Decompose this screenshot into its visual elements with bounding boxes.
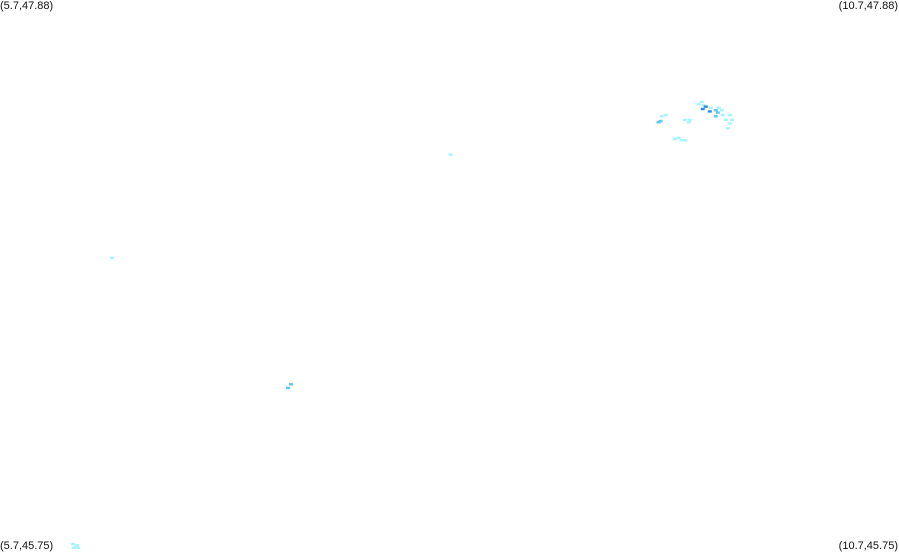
- data-cell-4: [682, 118, 687, 122]
- data-cell-22: [729, 118, 734, 122]
- data-cell-13: [708, 106, 713, 110]
- data-cell-18: [719, 109, 724, 112]
- data-cell-29: [448, 153, 453, 156]
- data-cell-15: [713, 115, 718, 118]
- data-cell-6: [686, 121, 691, 124]
- data-cell-31: [285, 386, 290, 390]
- data-cell-7: [696, 103, 701, 106]
- data-cell-33: [70, 542, 75, 546]
- data-cell-21: [727, 113, 732, 117]
- data-cell-9: [701, 104, 706, 107]
- data-cell-26: [676, 136, 681, 140]
- corner-label-top-left: (5.7,47.88): [0, 0, 54, 12]
- data-cell-8: [699, 100, 704, 104]
- data-cell-27: [679, 139, 684, 142]
- data-cell-19: [720, 113, 725, 117]
- data-cell-25: [672, 137, 677, 141]
- data-cell-30: [110, 256, 115, 260]
- corner-label-top-right: (10.7,47.88): [838, 0, 898, 12]
- data-cell-16: [715, 111, 720, 114]
- data-cell-36: [71, 546, 76, 549]
- data-cell-11: [703, 105, 708, 108]
- corner-label-bottom-left: (5.7,45.75): [0, 540, 54, 552]
- data-cell-34: [74, 544, 79, 547]
- data-cell-1: [663, 113, 668, 117]
- data-cells: [70, 100, 734, 549]
- data-cell-35: [75, 546, 80, 549]
- data-cell-12: [707, 110, 712, 113]
- data-cell-24: [725, 127, 730, 130]
- data-cell-17: [716, 106, 721, 110]
- data-cell-28: [683, 139, 688, 142]
- data-cell-3: [658, 119, 663, 123]
- data-cell-32: [288, 383, 293, 386]
- data-cell-5: [687, 118, 692, 122]
- data-cell-10: [700, 107, 705, 111]
- data-cell-20: [723, 118, 728, 122]
- corner-label-bottom-right: (10.7,45.75): [838, 540, 898, 552]
- data-cell-23: [727, 122, 732, 125]
- data-cell-0: [659, 115, 664, 118]
- data-cell-14: [713, 109, 718, 112]
- data-cell-2: [656, 121, 661, 124]
